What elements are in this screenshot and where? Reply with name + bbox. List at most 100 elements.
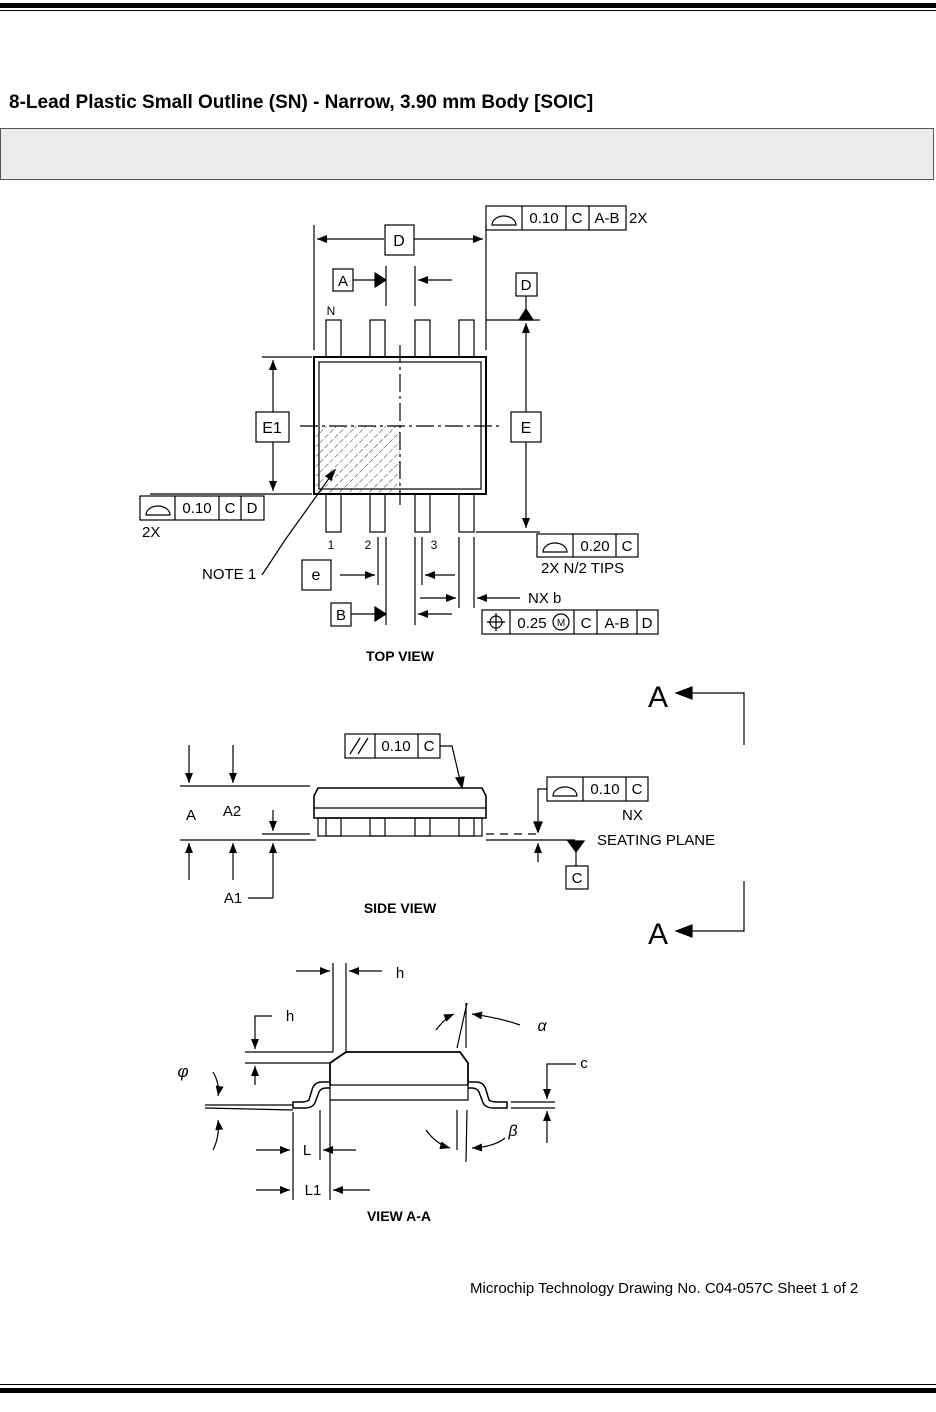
fcf-left-multiplier: 2X (142, 524, 160, 541)
side-lead-3 (414, 817, 431, 837)
dim-L-label: L (303, 1142, 311, 1159)
fcf-flat-datum: C (632, 781, 643, 798)
phi-arc-top (212, 1071, 224, 1097)
pin-1-label: 1 (328, 538, 335, 552)
side-lead-2 (369, 817, 386, 837)
fcf-top-value: 0.10 (529, 210, 558, 227)
fcf-tips-frame (536, 533, 639, 558)
fcf-pos-frame (481, 609, 659, 635)
nxb-label: NX b (528, 590, 561, 607)
fcf-tips-datum: C (622, 538, 633, 555)
mmc-circle-icon (552, 613, 570, 631)
top-view (139, 205, 659, 635)
section-marker-top (690, 692, 745, 745)
fcf-par-datum: C (424, 738, 435, 755)
fcf-pos-datum3: D (642, 615, 653, 632)
c-label: c (580, 1055, 588, 1072)
pin-N-label: N (327, 304, 336, 318)
alpha-arc-right (471, 1011, 521, 1026)
fcf-flat-value: 0.10 (590, 781, 619, 798)
fcf-par-arrowhead (455, 776, 465, 790)
page-title: 8-Lead Plastic Small Outline (SN) - Narr… (9, 92, 594, 113)
top-view-caption: TOP VIEW (366, 648, 435, 664)
pin-3-label: 3 (431, 538, 438, 552)
note1-arrowhead (324, 468, 337, 481)
fcf-par-leader (440, 745, 461, 781)
dim-A2-label: A2 (223, 803, 241, 820)
lead-bot-4 (458, 493, 475, 533)
side-lead-4 (458, 817, 475, 837)
phi-arc-bottom (212, 1119, 224, 1151)
bottom-rule-thin (0, 1384, 936, 1385)
fcf-pos-value: 0.25 (517, 615, 546, 632)
beta-arc-left (425, 1129, 451, 1150)
top-rule-thick (0, 3, 936, 8)
fcf-top-multiplier: 2X (629, 210, 647, 227)
dim-D-box (384, 224, 415, 256)
fcf-pos-mmc: M (557, 618, 565, 629)
dim-h-top-label: h (396, 965, 404, 982)
dim-h2-leader (251, 1015, 272, 1049)
seating-plane-label: SEATING PLANE (597, 832, 715, 849)
dim-c-leader-top (543, 1063, 576, 1099)
section-body (329, 1051, 469, 1085)
beta-ref-right (465, 1109, 468, 1163)
note-box (0, 128, 934, 180)
datum-C-box (565, 865, 589, 890)
fcf-left-frame (139, 495, 265, 521)
side-body (313, 787, 487, 819)
drawing-number-footer: Microchip Technology Drawing No. C04-057… (470, 1280, 859, 1297)
fcf-flat-arrowhead (533, 821, 543, 834)
side-lead-1 (325, 817, 342, 837)
dim-e-label: e (312, 567, 321, 584)
fcf-tips-note: 2X N/2 TIPS (541, 560, 624, 577)
phi-label: φ (177, 1062, 188, 1081)
beta-label: β (507, 1123, 517, 1140)
note1-label: NOTE 1 (202, 566, 256, 583)
section-label-top: A (648, 681, 668, 714)
gull-wing-lead-right (468, 1081, 508, 1109)
beta-arc-right (471, 1137, 506, 1152)
side-view (180, 686, 745, 938)
fcf-left-datum2: D (247, 500, 258, 517)
profile-surface-icon (552, 786, 578, 797)
lead-bot-3 (414, 493, 431, 533)
dim-e-box (301, 559, 332, 591)
lead-bot-2 (369, 493, 386, 533)
profile-surface-icon (542, 542, 568, 553)
dim-E-box (510, 411, 542, 443)
lead-top-4 (458, 319, 475, 358)
bottom-rule-thick (0, 1388, 936, 1393)
dim-A1-label: A1 (224, 890, 242, 907)
note1-leader (261, 476, 331, 576)
pin-2-label: 2 (365, 538, 372, 552)
dim-E1-label: E1 (262, 420, 282, 437)
dim-h-left-label: h (286, 1008, 294, 1025)
section-marker-bottom-arrow (674, 924, 693, 938)
fcf-flat-leader (537, 788, 547, 823)
lead-top-3 (414, 319, 431, 358)
profile-surface-icon (145, 505, 171, 516)
datum-A-label: A (338, 273, 348, 290)
dim-D-label: D (393, 233, 405, 250)
fcf-tips-value: 0.20 (580, 538, 609, 555)
fcf-top-datum1: C (572, 210, 583, 227)
datum-D-triangle (517, 307, 535, 321)
pin1-hatched-area (316, 426, 400, 493)
profile-surface-icon (491, 215, 517, 226)
datum-B-label: B (336, 607, 346, 624)
dim-E-label: E (521, 420, 532, 437)
fcf-top-datum2: A-B (594, 210, 619, 227)
section-marker-top-arrow (674, 686, 693, 700)
side-view-caption: SIDE VIEW (364, 900, 437, 916)
view-aa (204, 963, 576, 1200)
view-aa-caption: VIEW A-A (367, 1208, 431, 1224)
dim-L1-label: L1 (305, 1182, 322, 1199)
datum-C-label: C (572, 870, 583, 887)
alpha-label: α (537, 1018, 547, 1035)
phi-ref-angled (204, 1107, 294, 1111)
section-marker-bottom (690, 881, 745, 932)
section-body-lower (329, 1085, 469, 1101)
datum-B-triangle (374, 605, 388, 623)
